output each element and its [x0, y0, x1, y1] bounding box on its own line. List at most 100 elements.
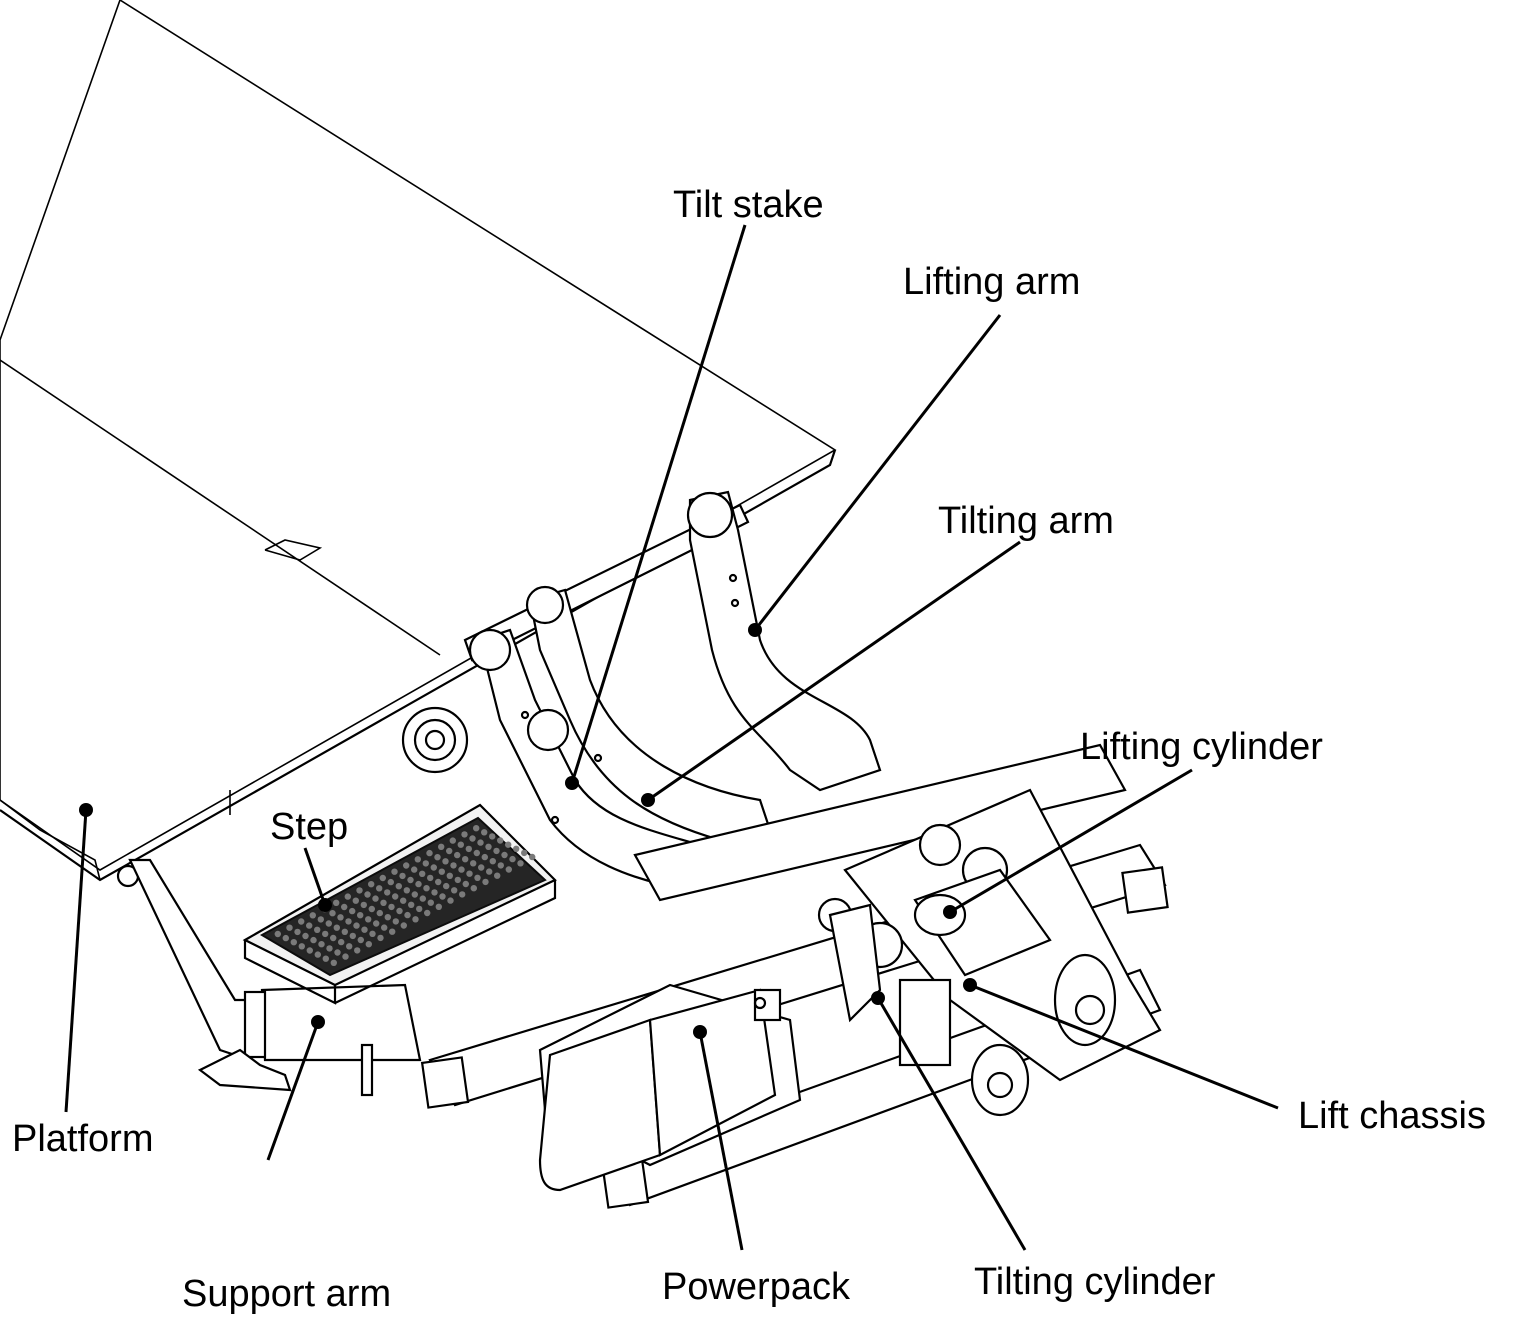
step-tread-dot: [509, 855, 516, 863]
step-tread-dot: [529, 853, 536, 861]
step-tread-dot: [384, 914, 391, 921]
leader-powerpack: [698, 1031, 744, 1251]
step-tread-dot: [368, 881, 375, 888]
step-tread-dot: [369, 930, 376, 937]
step-tread-dot: [466, 870, 473, 877]
label-tilting-cylinder: Tilting cylinder: [974, 1261, 1216, 1303]
step-tread-dot: [365, 916, 372, 923]
step-tread-dot: [469, 835, 476, 842]
step-tread-dot: [486, 868, 493, 875]
step-tread-dot: [427, 874, 434, 882]
step-tread-dot: [392, 893, 399, 900]
leader-support-arm: [266, 1021, 320, 1161]
leader-step: [303, 847, 327, 906]
step-tread-dot: [274, 930, 281, 938]
dot-tilting-arm: [641, 793, 655, 807]
step-tread-dot: [435, 878, 442, 886]
leader-platform: [64, 809, 88, 1113]
step-tread-dot: [457, 841, 464, 848]
step-tread-dot: [434, 854, 441, 861]
step-tread-dot: [403, 862, 410, 869]
step-tread-dot: [314, 951, 321, 958]
step-tread-dot: [403, 887, 410, 894]
step-tread-dot: [423, 885, 430, 892]
step-tread-dot: [485, 843, 492, 850]
step-tread-dot: [478, 864, 485, 871]
step-tread-dot: [310, 936, 317, 944]
step-tread-dot: [380, 899, 387, 906]
step-tread-dot: [294, 928, 301, 936]
step-tread-dot: [290, 939, 297, 946]
step-tread-dot: [322, 930, 329, 938]
step-tread-dot: [352, 897, 359, 904]
dot-support-arm: [311, 1015, 325, 1029]
step-tread-dot: [470, 885, 477, 892]
step-tread-dot: [391, 868, 398, 875]
step-tread-dot: [501, 851, 508, 859]
step-tread-dot: [342, 953, 349, 960]
step-tread-dot: [489, 858, 496, 865]
step-tread-dot: [505, 841, 512, 848]
step-tread-dot: [314, 926, 321, 933]
step-tread-dot: [443, 882, 450, 890]
step-tread-dot: [389, 928, 396, 935]
dot-step: [318, 898, 332, 912]
step-tread-dot: [458, 866, 465, 873]
step-tread-dot: [345, 918, 352, 925]
step-tread-dot: [404, 911, 411, 919]
label-platform: Platform: [12, 1118, 154, 1160]
step-tread-dot: [470, 860, 477, 867]
step-tread-dot: [341, 928, 348, 935]
step-tread-dot: [322, 955, 329, 962]
lifting-arm-shape: [686, 490, 882, 792]
dot-lifting-arm: [748, 623, 762, 637]
step-tread-dot: [338, 938, 345, 946]
step-tread-dot: [373, 920, 380, 927]
step-tread-dot: [396, 907, 403, 915]
step-tread-dot: [379, 874, 386, 882]
label-support-arm: Support arm: [182, 1273, 392, 1315]
dot-tilting-cylinder: [871, 991, 885, 1005]
leader-tilting-cylinder: [876, 997, 1027, 1251]
step-tread-dot: [414, 856, 421, 863]
dot-tilt-stake: [565, 776, 579, 790]
step-tread-dot: [438, 843, 445, 850]
step-tread-dot: [334, 949, 341, 956]
step-tread-dot: [426, 849, 433, 857]
step-tread-dot: [407, 876, 414, 884]
step-tread-dot: [446, 872, 453, 879]
step-tread-dot: [333, 924, 340, 931]
label-lifting-cylinder: Lifting cylinder: [1080, 726, 1323, 768]
step-tread-dot: [318, 941, 325, 948]
step-tread-dot: [513, 845, 520, 852]
step-tread-dot: [360, 901, 367, 909]
step-tread-dot: [309, 912, 316, 919]
dot-lift-chassis: [963, 978, 977, 992]
label-lifting-arm: Lifting arm: [903, 261, 1081, 303]
step-tread-dot: [337, 914, 344, 921]
step-tread-dot: [368, 905, 375, 913]
step-tread-dot: [364, 891, 371, 898]
step-tread-dot: [372, 895, 379, 902]
leader-lifting-cylinder: [949, 768, 1193, 914]
step-tread-dot: [419, 870, 426, 877]
step-tread-dot: [438, 868, 445, 875]
step-tread-dot: [435, 903, 442, 910]
step-tread-dot: [298, 918, 305, 925]
step-tread-dot: [400, 922, 407, 929]
platform-plate: [0, 0, 837, 882]
step-tread-dot: [422, 860, 429, 867]
dot-platform: [79, 803, 93, 817]
step-tread-dot: [349, 932, 356, 940]
label-lift-chassis: Lift chassis: [1298, 1095, 1486, 1137]
step-tread-dot: [481, 829, 488, 836]
support-arm-shape: [128, 858, 422, 1097]
step-tread-dot: [450, 862, 457, 869]
step-tread-dot: [376, 909, 383, 917]
step-tread-dot: [357, 936, 364, 944]
step-tread-dot: [387, 878, 394, 886]
step-tread-dot: [416, 905, 423, 913]
step-tread-dot: [477, 839, 484, 846]
step-tread-dot: [356, 887, 363, 894]
